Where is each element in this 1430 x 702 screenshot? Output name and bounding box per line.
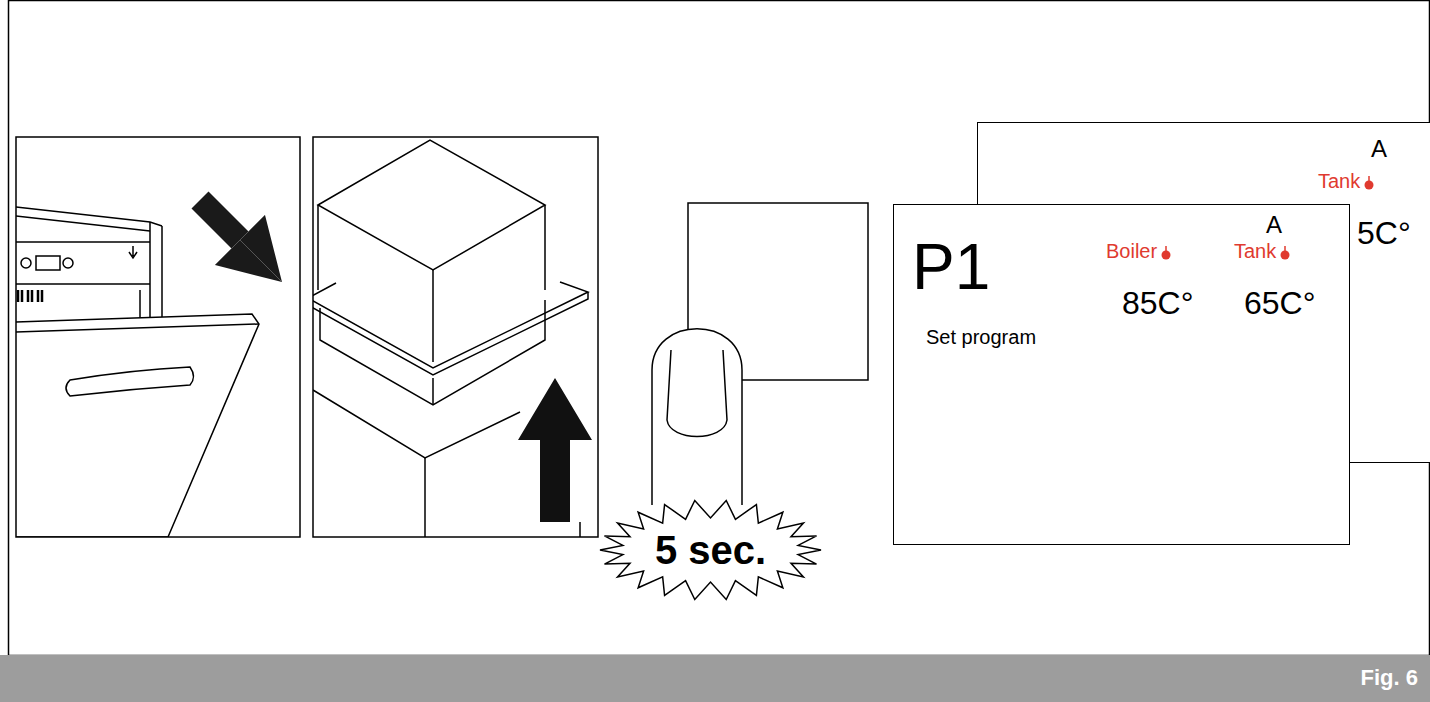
screen-text: 65C° [1244, 285, 1316, 321]
figure-bar: Fig. 6 [0, 655, 1430, 702]
sensor-label: Tank [1318, 170, 1360, 192]
text-slot: 85C° [1122, 287, 1194, 319]
screen-text: A [1266, 211, 1282, 238]
text-slot: P1 [912, 235, 990, 299]
rack-panel [308, 137, 598, 537]
screen-text: P1 [912, 231, 990, 303]
screen-text: A [1371, 135, 1387, 162]
finger [652, 329, 742, 505]
text-slot: 5C° [1357, 217, 1411, 249]
screen-text: 5C° [1357, 215, 1411, 251]
text-slot: 5 sec. [598, 498, 823, 602]
temperature-dot [1279, 244, 1291, 260]
text-slot: A [1266, 213, 1282, 237]
door-panel [16, 137, 300, 537]
sensor-label: Tank [1234, 240, 1276, 262]
temperature-dot [1363, 174, 1375, 190]
starburst-path [600, 501, 821, 600]
outer-frame [9, 1, 1430, 656]
text-slot: A [1371, 137, 1387, 161]
sensor-label: Boiler [1106, 240, 1157, 262]
screen-text: 85C° [1122, 285, 1194, 321]
text-slot: Set program [926, 327, 1036, 347]
text-slot: Tank [1318, 171, 1375, 191]
text-slot: 65C° [1244, 287, 1316, 319]
starburst-badge: 5 sec. [598, 498, 823, 602]
front-screen: P1Set program Boiler Tank A 85C° 65C° [893, 204, 1350, 545]
text-slot: Boiler [1106, 241, 1172, 261]
temperature-dot [1160, 244, 1172, 260]
screen-text: Set program [926, 326, 1036, 348]
figure-caption: Fig. 6 [1361, 667, 1418, 689]
text-slot: Tank [1234, 241, 1291, 261]
screen-text: 5 sec. [655, 530, 766, 570]
